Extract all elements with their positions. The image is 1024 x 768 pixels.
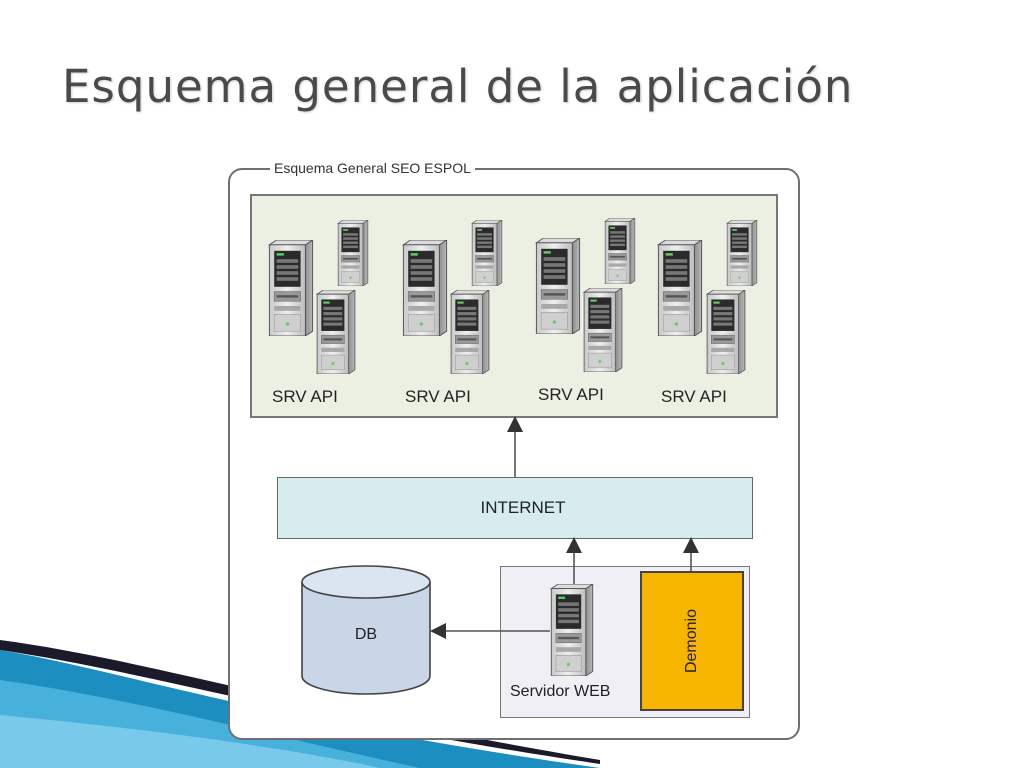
srv-api-label: SRV API xyxy=(405,387,471,406)
daemon-box xyxy=(640,571,744,711)
internet-label: INTERNET xyxy=(480,498,566,517)
db-label: DB xyxy=(354,626,378,643)
internet-bar: INTERNET xyxy=(277,477,753,539)
slide-title: Esquema general de la aplicación xyxy=(62,60,854,113)
diagram-frame-label: Esquema General SEO ESPOL xyxy=(270,160,475,176)
database-cylinder-icon xyxy=(301,565,431,695)
web-server-label: Servidor WEB xyxy=(510,683,611,700)
srv-api-label: SRV API xyxy=(538,385,604,404)
srv-api-label: SRV API xyxy=(272,387,338,406)
srv-api-label: SRV API xyxy=(661,387,727,406)
